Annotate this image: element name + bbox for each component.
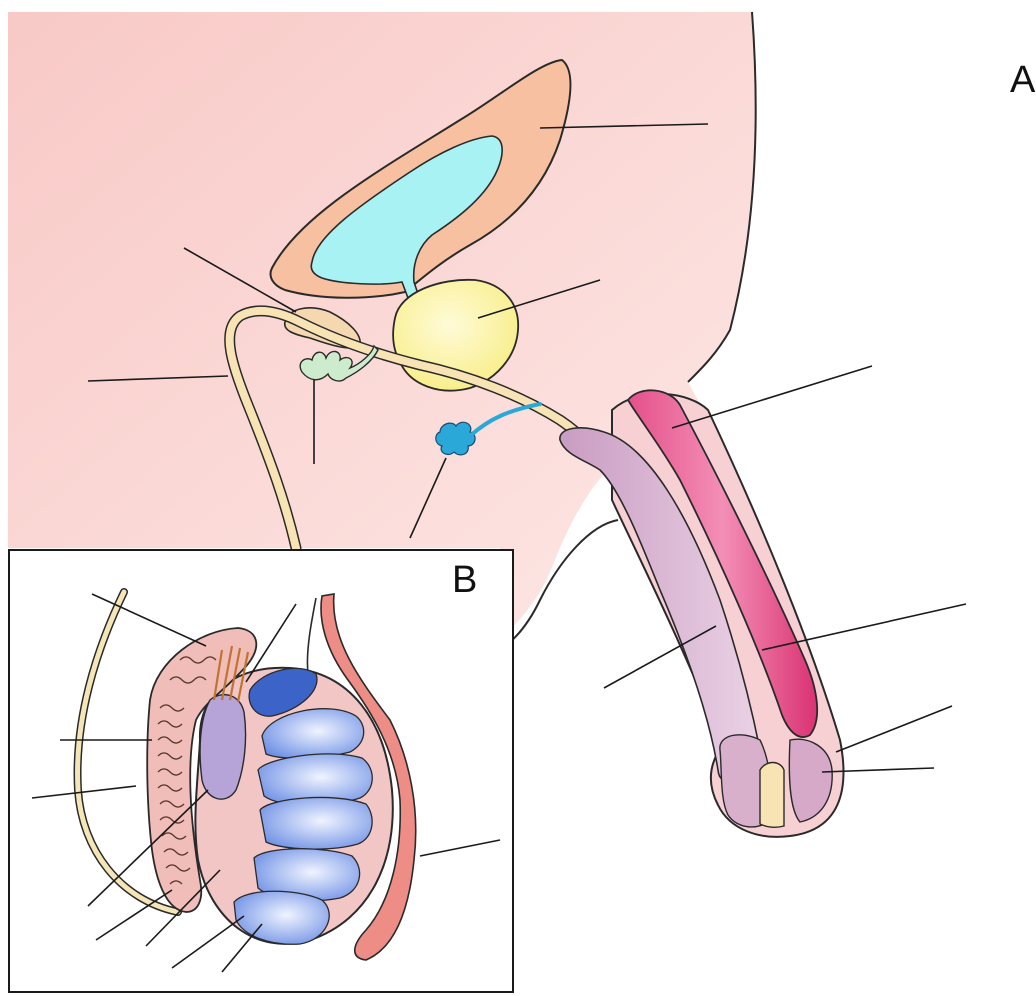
panel-b: B [9,550,513,992]
panel-letter-a: A [1010,59,1036,101]
urethral-opening [760,763,784,828]
rete-testis [200,695,246,800]
lobule-4 [260,797,372,849]
leader-corpus-cavernosum [672,366,872,428]
panel-letter-b: B [452,559,477,601]
leader-prepuce [836,706,952,752]
